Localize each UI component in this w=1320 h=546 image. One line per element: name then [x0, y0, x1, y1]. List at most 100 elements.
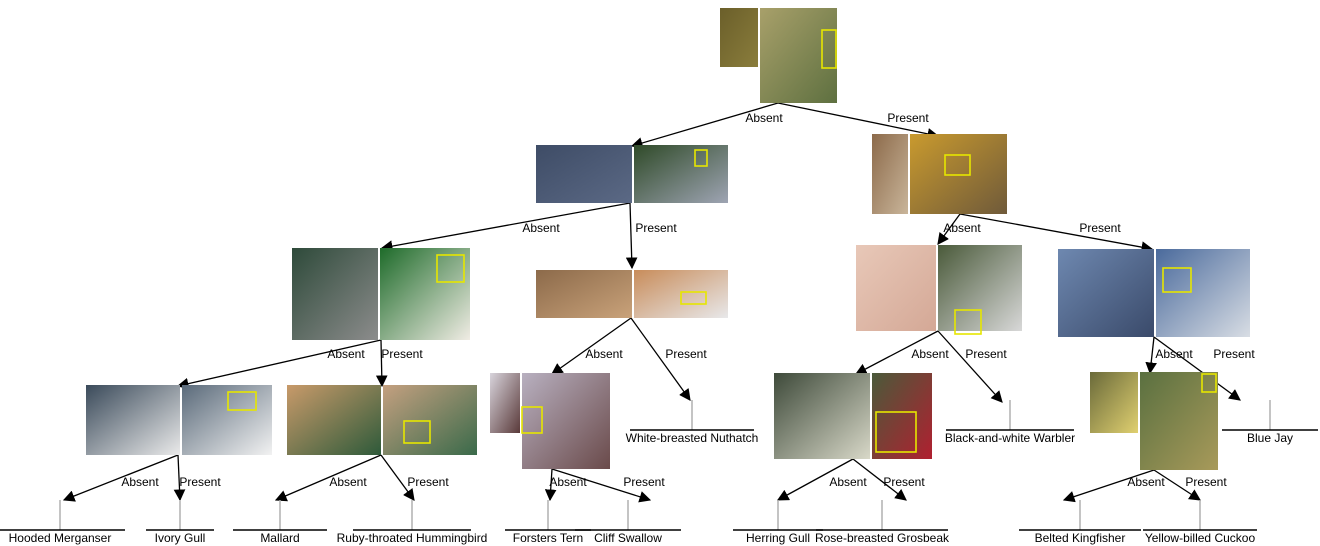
tree-node-l3-c [490, 373, 610, 469]
edge-label-absent: Absent [549, 475, 587, 489]
edge-label-absent: Absent [585, 347, 623, 361]
tree-node-l3-b [287, 385, 477, 455]
edge-present [173, 454, 186, 502]
edge-present [777, 102, 940, 140]
leaf-node: Forsters Tern [505, 500, 591, 545]
leaf-label: Ivory Gull [155, 531, 206, 545]
part-patch-image [292, 248, 378, 340]
edge-label-present: Present [965, 347, 1007, 361]
edges-layer [62, 102, 1241, 503]
edge-label-present: Present [179, 475, 221, 489]
edge-absent [62, 454, 179, 502]
part-highlight-box [694, 149, 708, 167]
leaf-label: Yellow-billed Cuckoo [1145, 531, 1256, 545]
edge-absent [630, 102, 779, 149]
edge-label-absent: Absent [1155, 347, 1193, 361]
tree-node-l1-left [536, 145, 728, 203]
bird-example-image [910, 134, 1007, 214]
part-highlight-box [680, 291, 707, 305]
leaf-node: Blue Jay [1222, 400, 1318, 445]
edge-absent [1062, 469, 1155, 503]
bird-example-image [1156, 249, 1250, 337]
leaf-node: Mallard [233, 500, 327, 545]
edge-present [1153, 469, 1201, 501]
edge-label-present: Present [883, 475, 925, 489]
leaf-label: Herring Gull [746, 531, 810, 545]
edge-label-absent: Absent [911, 347, 949, 361]
edge-label-absent: Absent [1127, 475, 1165, 489]
part-patch-image [1090, 372, 1138, 433]
edge-label-present: Present [635, 221, 677, 235]
leaf-node: Cliff Swallow [575, 500, 681, 545]
edge-label-present: Present [665, 347, 707, 361]
bird-example-image [634, 145, 728, 203]
bird-example-image [938, 245, 1022, 331]
part-patch-image [774, 373, 870, 459]
leaf-label: Hooded Merganser [9, 531, 112, 545]
leaf-label: Blue Jay [1247, 431, 1293, 445]
part-patch-image [490, 373, 520, 433]
part-highlight-box [403, 420, 431, 444]
edge-present [1153, 336, 1241, 401]
edge-label-absent: Absent [329, 475, 367, 489]
leaf-node: Herring Gull [733, 500, 823, 545]
part-highlight-box [954, 309, 982, 335]
bird-example-image [383, 385, 477, 455]
edge-label-absent: Absent [943, 221, 981, 235]
edge-absent [854, 330, 939, 375]
edge-label-present: Present [1213, 347, 1255, 361]
edge-label-present: Present [407, 475, 449, 489]
nodes-layer [86, 8, 1250, 470]
leaf-label: Rose-breasted Grosbeak [815, 531, 950, 545]
edge-present [375, 339, 388, 388]
edge-present [937, 330, 1003, 403]
edge-present [959, 213, 1154, 253]
edge-absent [551, 317, 632, 375]
leaf-node: Ivory Gull [146, 500, 214, 545]
edge-absent [1145, 336, 1157, 375]
tree-node-l2-a [292, 248, 470, 340]
part-highlight-box [944, 154, 971, 176]
bird-example-image [1140, 372, 1218, 470]
bird-example-image [760, 8, 837, 103]
leaf-label: Ruby-throated Hummingbird [337, 531, 488, 545]
leaf-label: White-breasted Nuthatch [626, 431, 759, 445]
leaf-node: Yellow-billed Cuckoo [1143, 500, 1257, 545]
edge-label-present: Present [623, 475, 665, 489]
edge-label-absent: Absent [327, 347, 365, 361]
edge-absent [274, 454, 382, 502]
edge-label-absent: Absent [522, 221, 560, 235]
edge-label-absent: Absent [121, 475, 159, 489]
part-patch-image [1058, 249, 1154, 337]
part-highlight-box [1201, 373, 1217, 393]
edge-absent [176, 339, 382, 390]
part-patch-image [536, 145, 632, 203]
edge-label-absent: Absent [745, 111, 783, 125]
tree-node-root [720, 8, 837, 103]
tree-node-l2-d [1058, 249, 1250, 337]
edge-present [625, 202, 638, 270]
part-patch-image [287, 385, 381, 455]
tree-node-l3-d [774, 373, 932, 459]
part-highlight-box [227, 391, 257, 411]
part-patch-image [536, 270, 632, 318]
edge-label-present: Present [887, 111, 929, 125]
edge-present [380, 454, 415, 501]
tree-node-l2-c [856, 245, 1022, 335]
edge-absent [937, 213, 961, 245]
edge-label-present: Present [381, 347, 423, 361]
tree-node-l1-right [872, 134, 1007, 214]
part-patch-image [856, 245, 936, 331]
leaf-node: Black-and-white Warbler [945, 400, 1075, 445]
leaf-label: Cliff Swallow [594, 531, 662, 545]
part-patch-image [872, 134, 908, 214]
part-patch-image [86, 385, 180, 455]
part-highlight-box [821, 29, 837, 69]
edge-present [852, 458, 907, 501]
leaf-label: Belted Kingfisher [1035, 531, 1126, 545]
edge-absent [776, 458, 854, 501]
leaf-node: Rose-breasted Grosbeak [815, 500, 950, 545]
leaf-label: Mallard [260, 531, 299, 545]
part-highlight-box [1162, 267, 1192, 293]
